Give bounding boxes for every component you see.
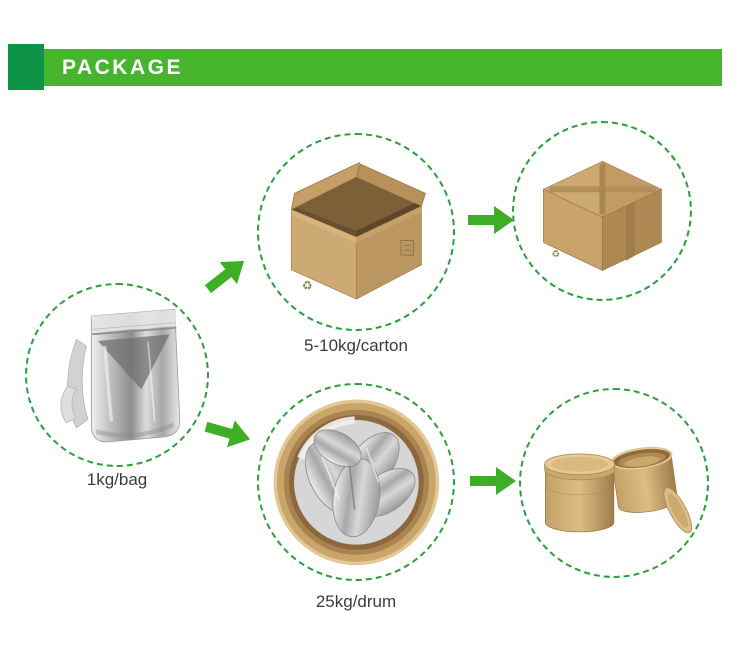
- arrow-bag-to-drum-icon: [204, 420, 251, 448]
- section-title: PACKAGE: [62, 55, 183, 79]
- drum-with-foil-bags-icon: [273, 399, 439, 565]
- node-label-bag: 1kg/bag: [86, 470, 148, 489]
- node-open-carton-circle: ♻: [257, 133, 455, 331]
- node-label-open-carton: 5-10kg/carton: [304, 336, 408, 355]
- open-carton-icon: ♻: [290, 161, 426, 300]
- recycle-icon: ♻: [551, 249, 560, 260]
- arrow-bag-to-carton-icon: [204, 260, 245, 294]
- carton-stamp: [400, 239, 414, 256]
- foil-bag-icon: [60, 308, 180, 443]
- node-bag-circle: [25, 283, 209, 467]
- recycle-icon: ♻: [302, 278, 313, 292]
- node-paper-drums-circle: [519, 388, 709, 578]
- arrow-drum-to-drums-icon: [470, 467, 516, 495]
- header-accent-square: [8, 44, 44, 90]
- carton-side-print: [651, 208, 655, 219]
- node-sealed-carton-circle: ♻: [512, 121, 692, 301]
- arrow-carton-to-sealed-icon: [468, 206, 514, 234]
- paper-drums-icon: [544, 447, 693, 534]
- node-label-drum: 25kg/drum: [315, 592, 397, 611]
- sealed-carton-icon: ♻: [542, 160, 662, 271]
- node-drum-circle: [257, 383, 455, 581]
- section-header: PACKAGE: [44, 49, 722, 86]
